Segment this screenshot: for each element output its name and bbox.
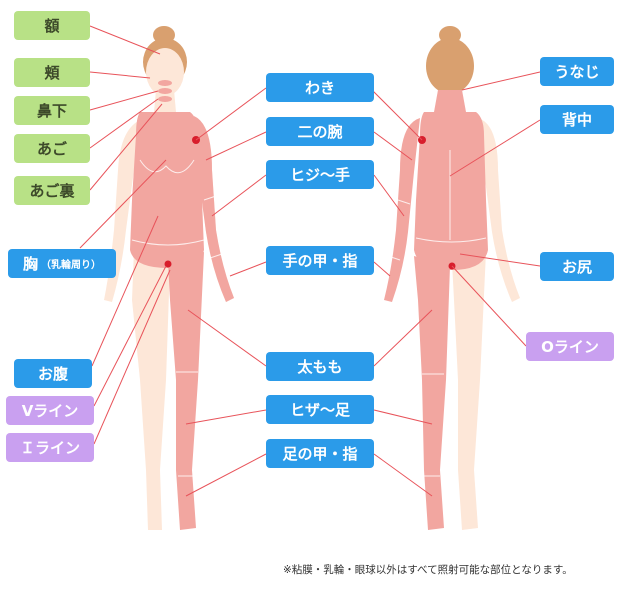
label-cheek: 頬 [14,58,90,87]
leader-chin [89,98,159,149]
chin-zone [158,80,172,86]
back-figure [384,26,520,530]
leader-footop-front [185,453,267,497]
label-v-line: Vライン [6,396,94,425]
label-forehead: 額 [14,11,90,40]
leader-kneefoot-front [185,409,267,425]
leader-cheek [89,71,151,79]
leader-oline [451,265,527,347]
back-right-arm-base [478,118,520,302]
back-waist-line [415,237,487,243]
leader-belly [91,215,159,367]
leader-buttocks [459,253,541,267]
back-left-arm-zone [384,118,420,302]
label-elbow-hand: ヒジ～手 [266,160,374,189]
under-chin-zone [158,96,172,102]
leader-iline [93,269,171,445]
leader-thigh-front [187,309,267,367]
leader-elbowhand-front [211,174,267,217]
front-wrist-line [209,253,223,259]
leader-kneefoot-back [373,409,433,425]
label-buttocks: お尻 [540,252,614,281]
label-back: 背中 [540,105,614,134]
label-under-nose: 鼻下 [14,96,90,125]
back-hair [426,38,474,94]
leader-backofhand-back [373,261,391,277]
label-chin: あご [14,134,90,163]
leader-armpit-back [369,87,423,141]
front-torso-zone [130,112,204,268]
front-face [146,48,184,96]
back-left-leg-zone [414,256,450,530]
footnote: ※粘膜・乳輪・眼球以外はすべて照射可能な部位となります。 [283,564,573,576]
leader-nape [461,71,541,91]
leader-vline [93,265,167,407]
front-left-leg-base [132,250,170,530]
front-chest-line [139,159,195,174]
leader-footop-back [373,453,433,497]
label-back-of-hand: 手の甲・指 [266,246,374,275]
label-knee-foot: ヒザ～足 [266,395,374,424]
front-right-leg-zone [168,252,204,530]
label-top-of-foot: 足の甲・指 [266,439,374,468]
leader-back [449,119,541,177]
back-torso-zone [414,112,488,270]
leader-chest [79,159,167,249]
front-waist-line [131,239,205,246]
label-upper-arm: 二の腕 [266,117,374,146]
label-under-chin: あご裏 [14,176,90,205]
back-right-leg-base [452,252,486,530]
front-elbow-line [203,195,217,201]
leader-backofhand-front [229,261,267,277]
label-nape: うなじ [540,57,614,86]
under-nose-zone [158,88,172,94]
leader-thigh-back [373,309,433,367]
leader-lines [79,25,541,497]
label-chest: 胸（乳輪周り） [8,249,116,278]
front-figure [104,26,234,530]
back-wrist-line [387,255,401,261]
back-neck-zone [434,90,466,112]
leader-under-chin [89,103,163,191]
leader-forehead [89,25,161,55]
label-belly: お腹 [14,359,92,388]
leader-under-nose [89,90,159,111]
leader-armpit-front [195,87,267,141]
back-elbow-line [397,199,411,205]
label-armpit: わき [266,73,374,102]
label-thigh: 太もも [266,352,374,381]
leader-upperarm-front [205,131,267,161]
leader-upperarm-back [373,131,413,161]
front-vline-dot [164,260,172,268]
leader-elbowhand-back [373,174,405,217]
label-i-line: Ｉライン [6,433,94,462]
label-o-line: Oライン [526,332,614,361]
front-right-arm-zone [194,116,234,302]
